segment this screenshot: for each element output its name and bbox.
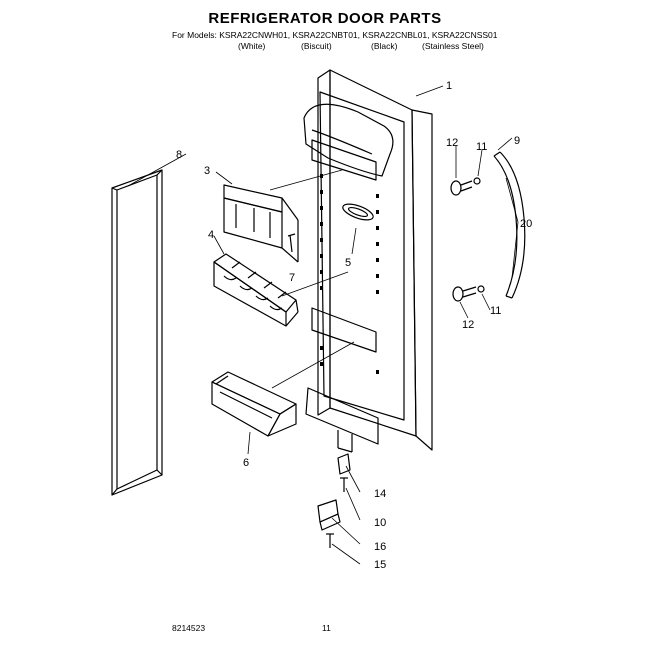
callout-15: 15	[374, 559, 386, 571]
part-8-gasket	[111, 169, 163, 496]
color-stainless: (Stainless Steel)	[422, 41, 484, 51]
color-black: (Black)	[371, 41, 398, 51]
callout-11-lower: 11	[490, 305, 501, 317]
handle-fasteners	[450, 177, 485, 302]
part-7-screw	[287, 233, 296, 253]
part-1-door-liner	[303, 69, 433, 453]
callout-1: 1	[446, 80, 452, 92]
callout-10: 10	[374, 517, 386, 529]
hinge-assembly	[317, 453, 351, 548]
callout-8: 8	[176, 149, 182, 161]
liner-shelf-slots	[320, 174, 379, 374]
document-code: 8214523	[172, 623, 206, 633]
callout-labels: 1 3 4 5 6 7 8 9 10 11 11 12 12 14 15 16 …	[176, 80, 532, 571]
model-list: For Models: KSRA22CNWH01, KSRA22CNBT01, …	[172, 30, 498, 40]
leader-lines	[127, 85, 519, 565]
page-number: 11	[322, 623, 331, 633]
callout-3: 3	[204, 165, 210, 177]
callout-20: 20	[520, 218, 532, 230]
part-3-upper-shelf	[223, 184, 299, 263]
callout-7: 7	[289, 272, 295, 284]
callout-9: 9	[514, 135, 520, 147]
callout-5: 5	[345, 257, 351, 269]
callout-11-upper: 11	[476, 141, 487, 153]
part-4-can-shelf	[213, 253, 299, 327]
callout-6: 6	[243, 457, 249, 469]
part-6-lower-bin	[211, 371, 297, 437]
callout-12-upper: 12	[446, 137, 458, 149]
callout-14: 14	[374, 488, 386, 500]
callout-4: 4	[208, 229, 214, 241]
color-biscuit: (Biscuit)	[301, 41, 332, 51]
color-white: (White)	[238, 41, 266, 51]
page-title: REFRIGERATOR DOOR PARTS	[208, 10, 442, 27]
callout-16: 16	[374, 541, 386, 553]
callout-12-lower: 12	[462, 319, 474, 331]
